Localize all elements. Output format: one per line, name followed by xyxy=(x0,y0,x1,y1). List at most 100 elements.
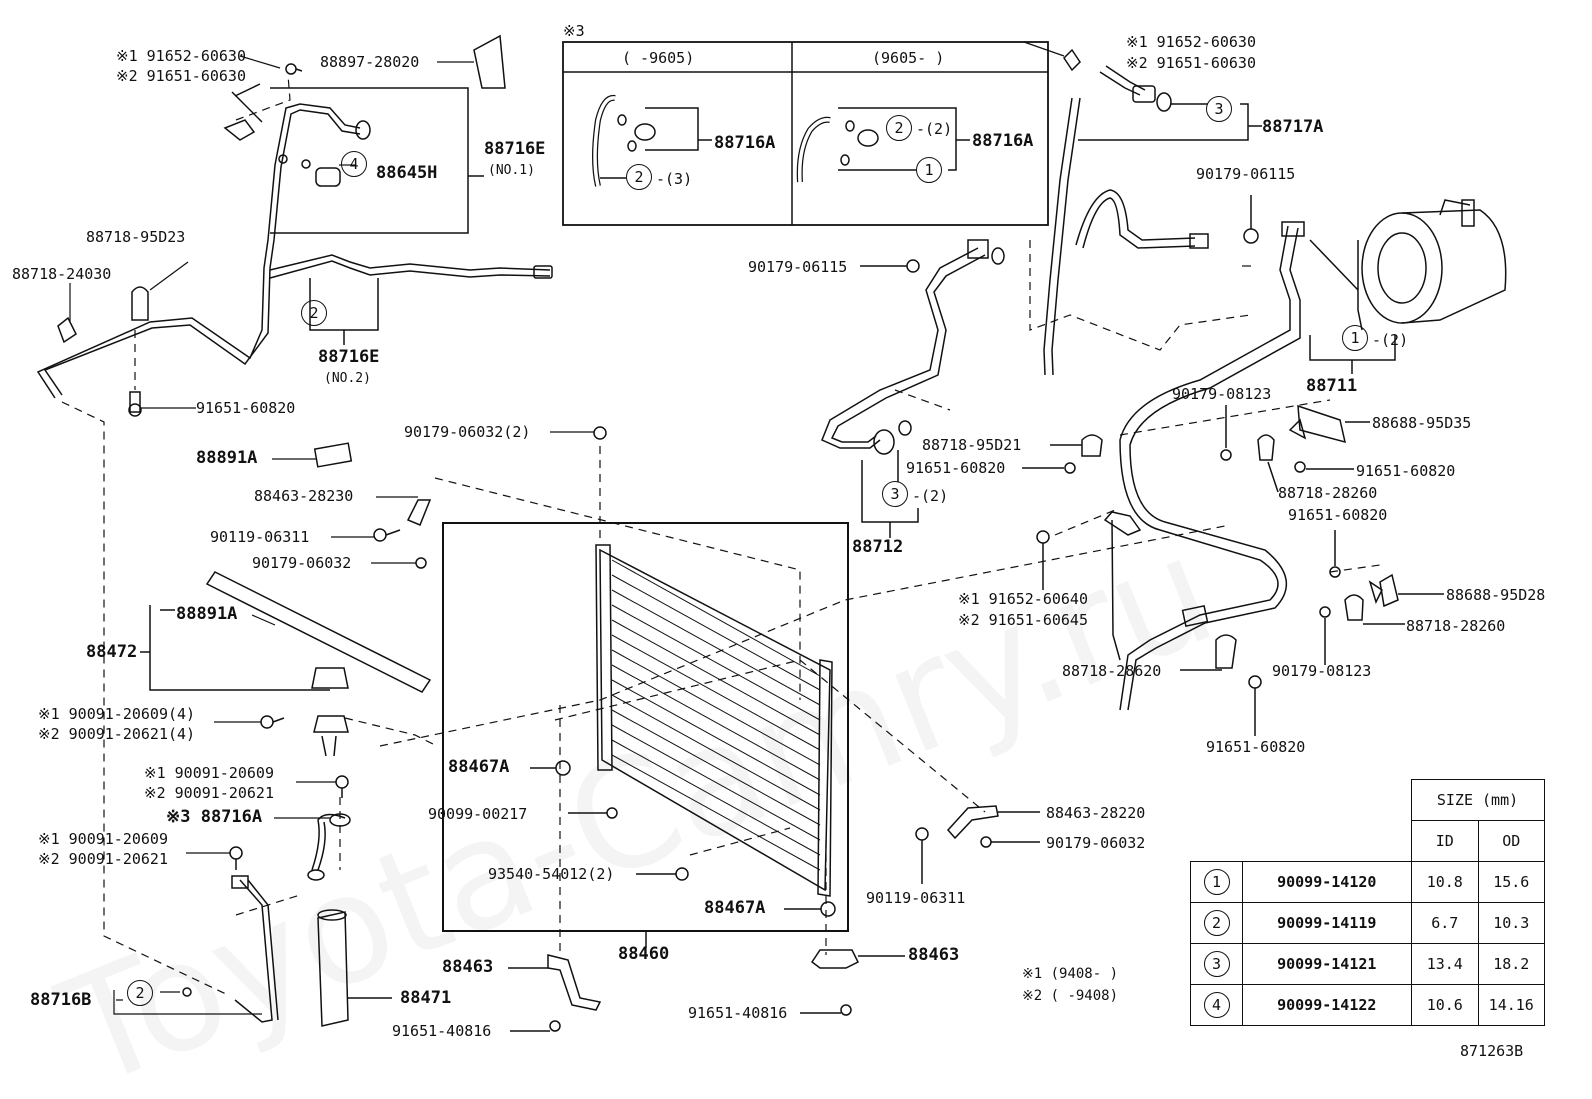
label-93540-54012: 93540-54012(2) xyxy=(488,865,615,883)
label-88460: 88460 xyxy=(618,944,670,964)
label-no1: (NO.1) xyxy=(488,163,535,178)
label-88711: 88711 xyxy=(1306,376,1358,396)
label-90179-06032-left: 90179-06032 xyxy=(252,554,352,572)
label-91651-60820-bottom: 91651-60820 xyxy=(1206,738,1306,756)
label-88688-95d35: 88688-95D35 xyxy=(1372,414,1472,432)
table-row: 4 90099-14122 10.6 14.16 xyxy=(1190,984,1545,1026)
label-91651-60820-right1: 91651-60820 xyxy=(1356,462,1456,480)
ref-circle: 4 xyxy=(341,151,367,177)
tube-88712-suction xyxy=(821,247,979,449)
label-88718-95d23: 88718-95D23 xyxy=(86,228,186,246)
label-91651-40816-left: 91651-40816 xyxy=(392,1022,492,1040)
label-88718-95d21: 88718-95D21 xyxy=(922,436,1022,454)
ref-qty: -(2) xyxy=(1372,331,1409,349)
label-88472: 88472 xyxy=(86,642,138,662)
table-row: 2 90099-14119 6.7 10.3 xyxy=(1190,902,1545,944)
tube-88716b xyxy=(234,879,273,1023)
label-88716a-box-left: 88716A xyxy=(714,133,776,153)
tube-88717a xyxy=(1043,97,1073,376)
ref-circle: 1 xyxy=(916,157,942,183)
label-90179-06032-2: 90179-06032(2) xyxy=(404,423,531,441)
label-88718-28260-bottom: 88718-28260 xyxy=(1406,617,1506,635)
diagram-id: 871263B xyxy=(1460,1042,1524,1060)
ref-qty: -(2) xyxy=(916,120,953,138)
label-90179-06115-right: 90179-06115 xyxy=(1196,165,1296,183)
label-91651-60820-mid: 91651-60820 xyxy=(906,459,1006,477)
label-88463-right: 88463 xyxy=(908,945,960,965)
label-88712: 88712 xyxy=(852,537,904,557)
label-variant-3: ※3 xyxy=(563,22,585,40)
label-91651-60820-right2: 91651-60820 xyxy=(1288,506,1388,524)
variant-box xyxy=(562,41,1049,226)
label-88645h: 88645H xyxy=(376,163,438,183)
label-91652-60630-right: ※1 91652-60630 xyxy=(1126,33,1256,51)
label-88463-28220: 88463-28220 xyxy=(1046,804,1146,822)
ref-circle: 2 xyxy=(127,980,153,1006)
label-91652-60630: ※1 91652-60630 xyxy=(116,47,246,65)
label-90091-20609-b: ※1 90091-20609 xyxy=(38,830,168,848)
label-90119-06311-left: 90119-06311 xyxy=(210,528,310,546)
label-88688-95d28: 88688-95D28 xyxy=(1446,586,1546,604)
tube-88711 xyxy=(1075,189,1196,246)
label-88718-28260-top: 88718-28260 xyxy=(1278,484,1378,502)
seal-strip-88891a xyxy=(205,571,432,693)
label-90179-08123-bottom: 90179-08123 xyxy=(1272,662,1372,680)
label-91651-60820-left: 91651-60820 xyxy=(196,399,296,417)
leader-bracket-88716e xyxy=(270,87,469,234)
table-row: 3 90099-14121 13.4 18.2 xyxy=(1190,943,1545,985)
label-90099-00217: 90099-00217 xyxy=(428,805,528,823)
ref-circle: 3 xyxy=(1206,96,1232,122)
label-90091-20621-4: ※2 90091-20621(4) xyxy=(38,725,196,743)
tube-88716e-no2 xyxy=(269,254,551,271)
label-91651-60645: ※2 91651-60645 xyxy=(958,611,1088,629)
label-88471: 88471 xyxy=(400,988,452,1008)
ref-circle: 3 xyxy=(882,481,908,507)
receiver-drier-88471 xyxy=(317,911,349,1027)
condenser-88460 xyxy=(599,548,831,892)
label-after-9605: (9605- ) xyxy=(872,49,945,67)
label-88717a: 88717A xyxy=(1262,117,1324,137)
label-88718-24030: 88718-24030 xyxy=(12,265,112,283)
label-88718-28620: 88718-28620 xyxy=(1062,662,1162,680)
ref-qty: -(2) xyxy=(912,487,949,505)
label-no2: (NO.2) xyxy=(324,371,371,386)
note-variant-2: ※2 ( -9408) xyxy=(1022,988,1119,1004)
label-88716e-no2: 88716E xyxy=(318,347,380,367)
label-90091-20609-a: ※1 90091-20609 xyxy=(144,764,274,782)
label-88467a-top: 88467A xyxy=(448,757,510,777)
size-table: SIZE (mm) ID OD 1 90099-14120 10.8 15.6 … xyxy=(1190,779,1545,1026)
label-91651-40816-right: 91651-40816 xyxy=(688,1004,788,1022)
size-header: SIZE (mm) xyxy=(1410,779,1545,821)
label-91652-60640: ※1 91652-60640 xyxy=(958,590,1088,608)
label-88716b: 88716B xyxy=(30,990,92,1010)
ref-circle: 2 xyxy=(626,164,652,190)
ref-qty: -(3) xyxy=(656,170,693,188)
label-88463-left: 88463 xyxy=(442,957,494,977)
label-90179-06115-left: 90179-06115 xyxy=(748,258,848,276)
label-before-9605: ( -9605) xyxy=(622,49,695,67)
label-88897-28020: 88897-28020 xyxy=(320,53,420,71)
note-variant-1: ※1 (9408- ) xyxy=(1022,966,1119,982)
label-90091-20621-a: ※2 90091-20621 xyxy=(144,784,274,802)
label-90119-06311-right: 90119-06311 xyxy=(866,889,966,907)
label-88716e-no1: 88716E xyxy=(484,139,546,159)
label-90091-20621-b: ※2 90091-20621 xyxy=(38,850,168,868)
label-88463-28230: 88463-28230 xyxy=(254,487,354,505)
label-88891a-strip: 88891A xyxy=(176,604,238,624)
table-row: 1 90099-14120 10.8 15.6 xyxy=(1190,861,1545,903)
ref-circle: 1 xyxy=(1342,325,1368,351)
tube-88712 xyxy=(1119,225,1291,711)
ref-circle: 2 xyxy=(886,115,912,141)
col-id: ID xyxy=(1410,820,1479,862)
label-88467a-bottom: 88467A xyxy=(704,898,766,918)
label-88716a-left: ※3 88716A xyxy=(166,807,263,827)
label-88716a-box-right: 88716A xyxy=(972,131,1034,151)
label-91651-60630-right: ※2 91651-60630 xyxy=(1126,54,1256,72)
label-91651-60630: ※2 91651-60630 xyxy=(116,67,246,85)
ref-circle: 2 xyxy=(301,300,327,326)
label-88891a-top: 88891A xyxy=(196,448,258,468)
label-90179-06032-right: 90179-06032 xyxy=(1046,834,1146,852)
tube-88716e-no1 xyxy=(36,103,361,399)
